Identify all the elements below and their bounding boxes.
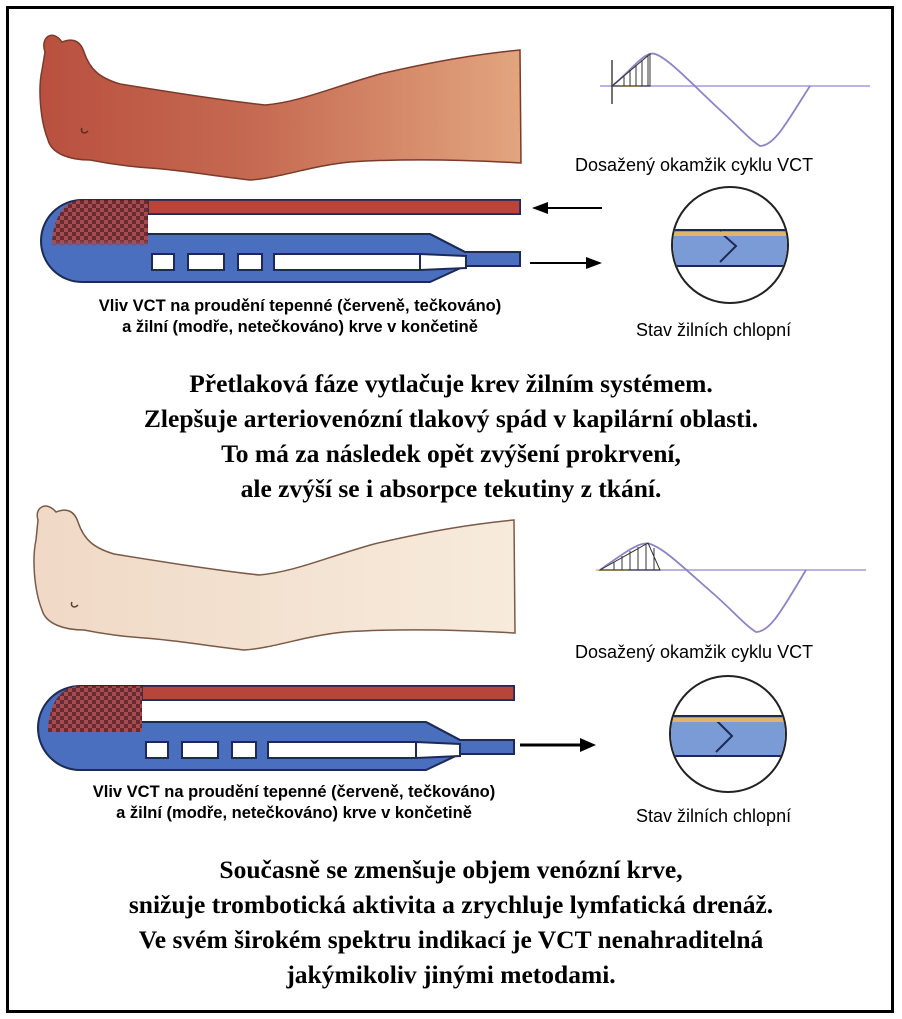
paragraph-top-line-2: Zlepšuje arteriovenózní tlakový spád v k…: [0, 401, 902, 436]
leg-shape-bottom: [34, 506, 515, 650]
caption-bottom-line-2: a žilní (modře, netečkováno) krve v konč…: [14, 803, 574, 824]
caption-top-line-1: Vliv VCT na proudění tepenné (červeně, t…: [20, 296, 580, 317]
paragraph-bottom-line-1: Současně se zmenšuje objem venózní krve,: [0, 852, 902, 887]
vct-cycle-waveform-bottom: [596, 543, 866, 632]
valve-label-top: Stav žilních chlopní: [636, 320, 791, 341]
caption-bottom-line-1: Vliv VCT na proudění tepenné (červeně, t…: [14, 782, 574, 803]
valve-label-bottom: Stav žilních chlopní: [636, 806, 791, 827]
paragraph-top-line-4: ale zvýší se i absorpce tekutiny z tkání…: [0, 471, 902, 506]
paragraph-top: Přetlaková fáze vytlačuje krev žilním sy…: [0, 366, 902, 506]
paragraph-top-line-1: Přetlaková fáze vytlačuje krev žilním sy…: [0, 366, 902, 401]
cycle-label-bottom: Dosažený okamžik cyklu VCT: [575, 642, 813, 663]
vct-cycle-waveform-top: [600, 54, 870, 146]
caption-top-line-2: a žilní (modře, netečkováno) krve v konč…: [20, 317, 580, 338]
caption-top: Vliv VCT na proudění tepenné (červeně, t…: [20, 296, 580, 338]
venous-valve-view-top: [668, 187, 792, 303]
paragraph-bottom-line-3: Ve svém širokém spektru indikací je VCT …: [0, 922, 902, 957]
caption-bottom: Vliv VCT na proudění tepenné (červeně, t…: [14, 782, 574, 824]
paragraph-bottom-line-4: jakýmikoliv jinými metodami.: [0, 957, 902, 992]
venous-valve-view-bottom: [666, 676, 790, 792]
cycle-label-top: Dosažený okamžik cyklu VCT: [575, 155, 813, 176]
paragraph-bottom-line-2: snižuje trombotická aktivita a zrychluje…: [0, 887, 902, 922]
leg-shape-top: [40, 35, 521, 180]
paragraph-top-line-3: To má za následek opět zvýšení prokrvení…: [0, 436, 902, 471]
paragraph-bottom: Současně se zmenšuje objem venózní krve,…: [0, 852, 902, 992]
